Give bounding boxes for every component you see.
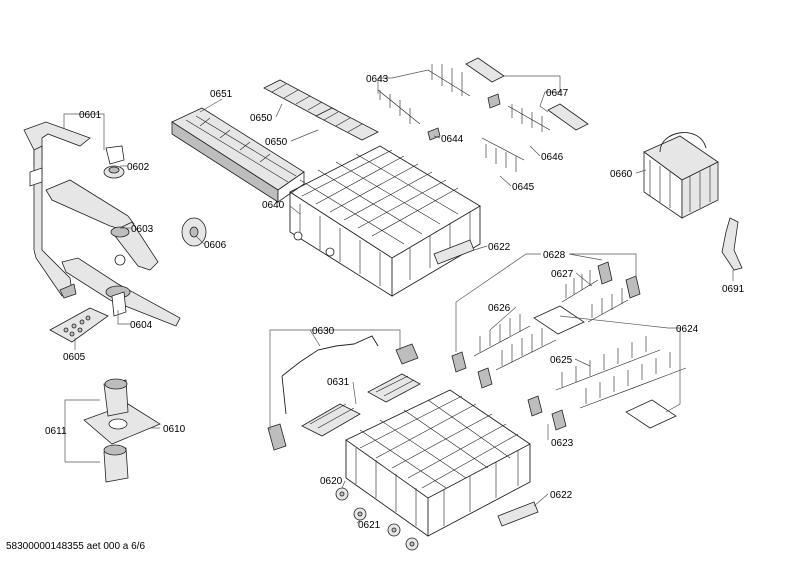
label-0606[interactable]: 0606: [204, 240, 227, 251]
tine-set-0626[interactable]: [473, 314, 557, 371]
clip-0691[interactable]: [721, 217, 743, 271]
tine-rack-0645[interactable]: [481, 137, 525, 172]
lower-basket[interactable]: [345, 389, 531, 537]
label-0622-lower[interactable]: 0622: [550, 490, 573, 501]
label-0601[interactable]: 0601: [79, 110, 102, 121]
nozzle-0602[interactable]: [103, 145, 125, 179]
spray-pipe-0601[interactable]: [23, 121, 91, 299]
clip-0644[interactable]: [427, 127, 441, 141]
label-0622-upper[interactable]: 0622: [488, 242, 511, 253]
sieve-cover-0605[interactable]: [49, 307, 109, 343]
label-0628[interactable]: 0628: [543, 250, 566, 261]
label-0611[interactable]: 0611: [45, 426, 67, 437]
microfilter-0611[interactable]: [103, 378, 129, 483]
tine-set-0625[interactable]: [555, 336, 687, 409]
label-0620[interactable]: 0620: [320, 476, 343, 487]
label-0626[interactable]: 0626: [488, 303, 511, 314]
label-0640[interactable]: 0640: [262, 200, 285, 211]
roller-0621[interactable]: [353, 507, 419, 551]
holder-left-0628[interactable]: [451, 351, 493, 389]
part-labels: 0601 0602 0603 0604 0605 0606 0611 0610 …: [45, 74, 745, 531]
label-0624[interactable]: 0624: [676, 324, 699, 335]
label-0623[interactable]: 0623: [551, 438, 574, 449]
lower-spray-arm-0604[interactable]: [61, 257, 181, 327]
mounting-plate-0624[interactable]: [533, 305, 677, 429]
label-0621[interactable]: 0621: [358, 520, 381, 531]
label-0646[interactable]: 0646: [541, 152, 564, 163]
cutlery-basket-0660[interactable]: [643, 132, 719, 219]
label-0610[interactable]: 0610: [163, 424, 186, 435]
label-0631[interactable]: 0631: [327, 377, 350, 388]
folding-tine-rack-0650-lower[interactable]: [315, 107, 379, 141]
label-0644[interactable]: 0644: [441, 134, 464, 145]
label-0603[interactable]: 0603: [131, 224, 154, 235]
label-0643[interactable]: 0643: [366, 74, 389, 85]
label-0660[interactable]: 0660: [610, 169, 633, 180]
filter-disc-0606[interactable]: [181, 217, 207, 247]
label-0645[interactable]: 0645: [512, 182, 535, 193]
roller-0620[interactable]: [335, 487, 349, 501]
cover-0622-upper[interactable]: [433, 239, 475, 265]
label-0650-upper[interactable]: 0650: [250, 113, 273, 124]
document-id: 58300000148355 aet 000 a 6/6: [6, 541, 146, 552]
upper-basket-0640[interactable]: [289, 145, 481, 297]
label-0647[interactable]: 0647: [546, 88, 569, 99]
folding-rack-0631[interactable]: [301, 373, 421, 437]
leader-lines: [63, 69, 734, 524]
label-0651[interactable]: 0651: [210, 89, 233, 100]
holder-0623[interactable]: [527, 395, 567, 431]
label-0602[interactable]: 0602: [127, 162, 150, 173]
rail-0647[interactable]: [465, 57, 589, 131]
tine-rack-0646[interactable]: [507, 104, 551, 132]
label-0630[interactable]: 0630: [312, 326, 335, 337]
wire-0630[interactable]: [267, 335, 419, 451]
holder-0628[interactable]: [597, 261, 641, 299]
label-0604[interactable]: 0604: [130, 320, 153, 331]
tine-rows-0643[interactable]: [377, 64, 471, 125]
label-0625[interactable]: 0625: [550, 355, 573, 366]
cutlery-tray-0651[interactable]: [171, 107, 305, 203]
label-0627[interactable]: 0627: [551, 269, 574, 280]
tine-set-0627[interactable]: [561, 270, 629, 323]
upper-spray-arm-0603[interactable]: [45, 179, 159, 271]
label-0650-lower[interactable]: 0650: [265, 137, 288, 148]
cover-0622-lower[interactable]: [497, 501, 539, 527]
label-0691[interactable]: 0691: [722, 284, 745, 295]
label-0605[interactable]: 0605: [63, 352, 86, 363]
